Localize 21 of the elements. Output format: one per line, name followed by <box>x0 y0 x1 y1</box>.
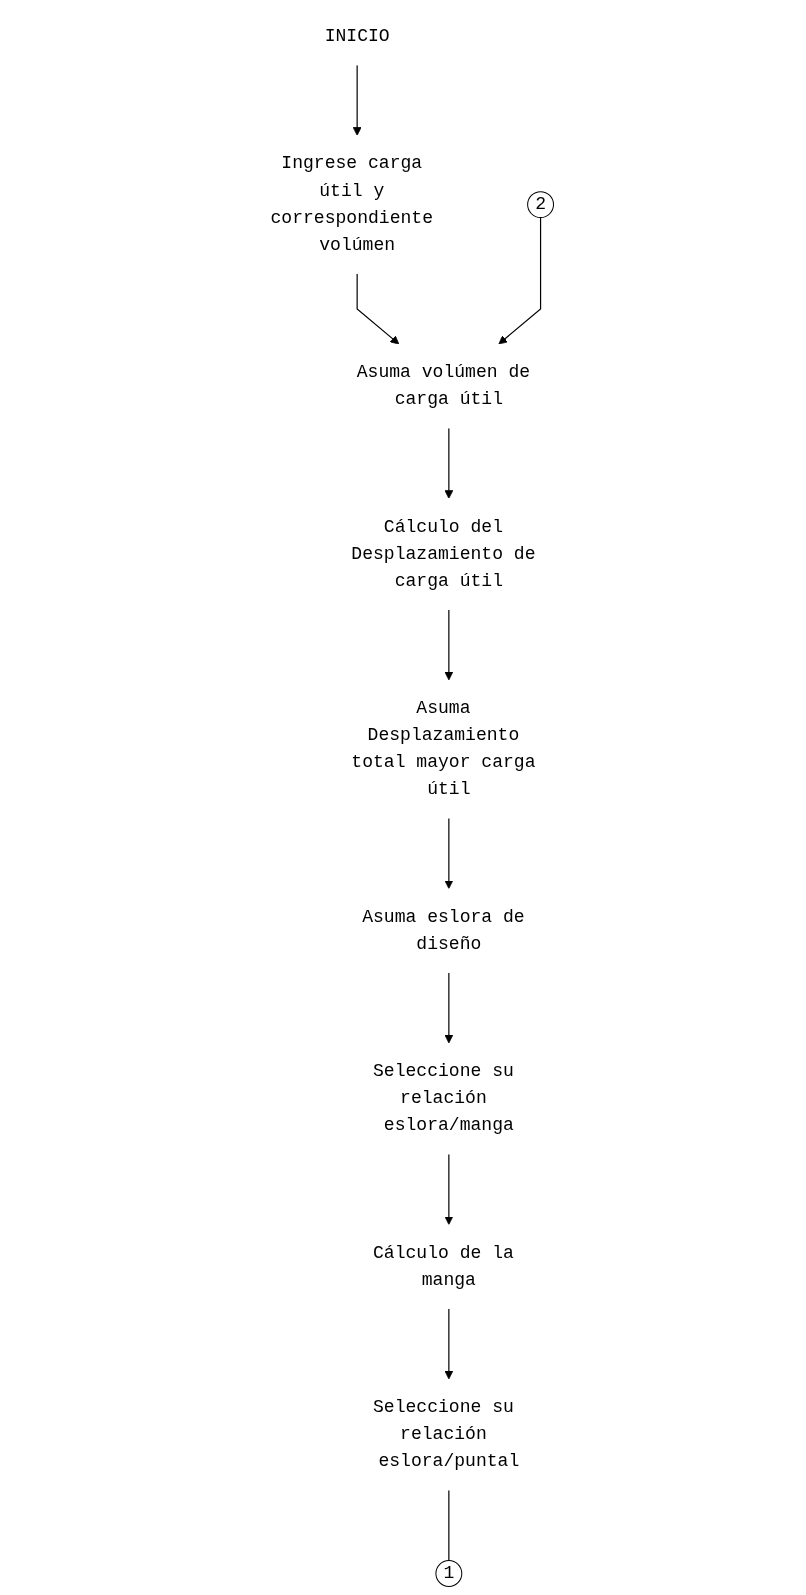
node-text: Asuma volúmen de carga útil <box>356 362 531 410</box>
arrow <box>444 1308 454 1380</box>
arrow <box>498 216 542 345</box>
node-text: Cálculo de la manga <box>373 1242 514 1290</box>
node-text: INICIO <box>324 26 390 47</box>
node-circle: 2 <box>527 191 554 219</box>
node-text: Asuma eslora de diseño <box>362 906 525 954</box>
node-circle: 1 <box>435 1560 463 1587</box>
node-text: Seleccione su relación eslora/puntal <box>373 1397 520 1472</box>
node-text: Ingrese carga útil y correspondiente volúmen <box>270 153 433 255</box>
node-text: Seleccione su relación eslora/manga <box>373 1061 514 1136</box>
arrow <box>444 972 454 1044</box>
arrow <box>352 64 362 136</box>
arrow <box>444 817 454 889</box>
arrow <box>444 427 454 499</box>
connector <box>448 1489 450 1562</box>
node-text: Cálculo del Desplazamiento de carga útil <box>351 516 536 591</box>
node-text: Asuma Desplazamiento total mayor carga útil <box>351 698 536 800</box>
arrow <box>444 1153 454 1225</box>
arrow <box>356 273 400 345</box>
arrow <box>444 609 454 681</box>
